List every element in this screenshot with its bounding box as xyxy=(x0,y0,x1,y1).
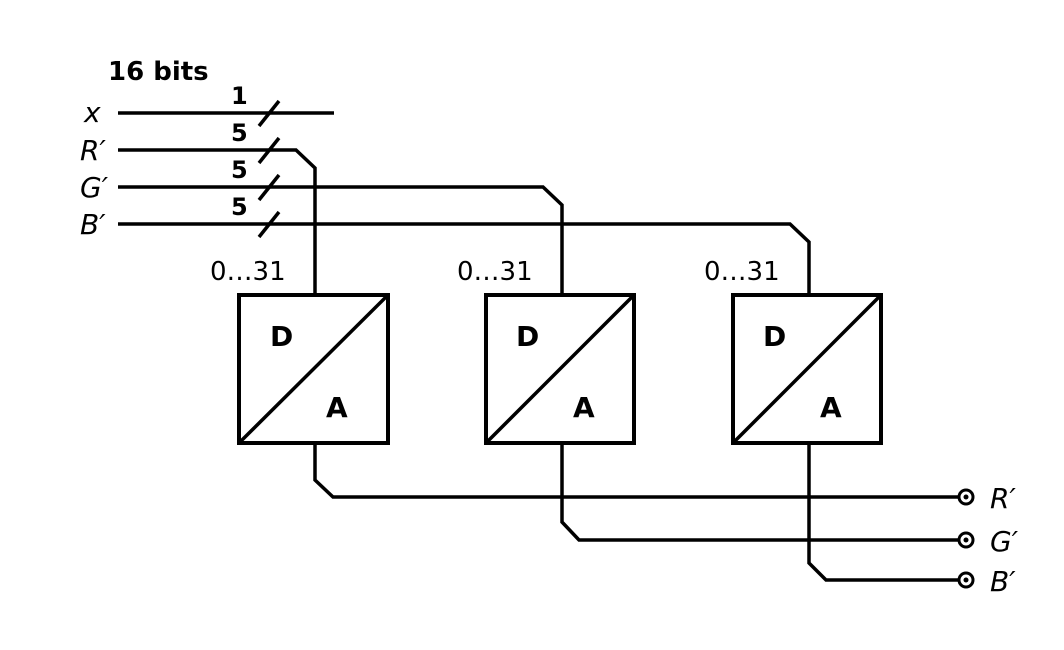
width-label-g: 5 xyxy=(231,156,248,184)
output-terminal-b xyxy=(957,571,975,589)
dac-range-label: 0…31 xyxy=(457,257,533,287)
input-label-g: G′ xyxy=(80,171,109,204)
dac-digital-label: D xyxy=(763,320,786,353)
dac-block-1: 0…31 D A xyxy=(210,257,390,445)
dac-range-label: 0…31 xyxy=(210,257,286,287)
dac-analog-label: A xyxy=(820,391,842,424)
wire-g-in xyxy=(118,185,564,295)
wire-r-out xyxy=(313,443,960,499)
bus-slash-r xyxy=(257,136,281,165)
bus-slash-b xyxy=(257,210,281,239)
input-label-x: x xyxy=(83,96,101,129)
width-label-r: 5 xyxy=(231,119,248,147)
input-label-b: B′ xyxy=(80,208,106,241)
wire-b-out xyxy=(807,443,960,582)
wire-r-in xyxy=(118,148,317,295)
dac-range-label: 0…31 xyxy=(704,257,780,287)
width-label-x: 1 xyxy=(231,82,248,110)
dac-analog-label: A xyxy=(326,391,348,424)
dac-digital-label: D xyxy=(516,320,539,353)
output-label-r: R′ xyxy=(990,482,1016,515)
dac-diagonal xyxy=(731,293,883,445)
bus-slash-x xyxy=(257,99,281,128)
output-terminal-g xyxy=(957,531,975,549)
wire-b-in xyxy=(118,222,811,295)
dac-analog-label: A xyxy=(573,391,595,424)
dac-digital-label: D xyxy=(270,320,293,353)
output-label-b: B′ xyxy=(990,565,1016,598)
output-terminal-r xyxy=(957,488,975,506)
dac-block-3: 0…31 D A xyxy=(704,257,883,445)
input-label-r: R′ xyxy=(80,134,106,167)
dac-diagonal xyxy=(237,293,390,445)
bus-width-label: 16 bits xyxy=(108,57,209,87)
output-label-g: G′ xyxy=(990,525,1019,558)
dac-block-2: 0…31 D A xyxy=(457,257,636,445)
bus-slash-g xyxy=(257,173,281,202)
width-label-b: 5 xyxy=(231,193,248,221)
dac-diagonal xyxy=(484,293,636,445)
wire-g-out xyxy=(560,443,960,542)
